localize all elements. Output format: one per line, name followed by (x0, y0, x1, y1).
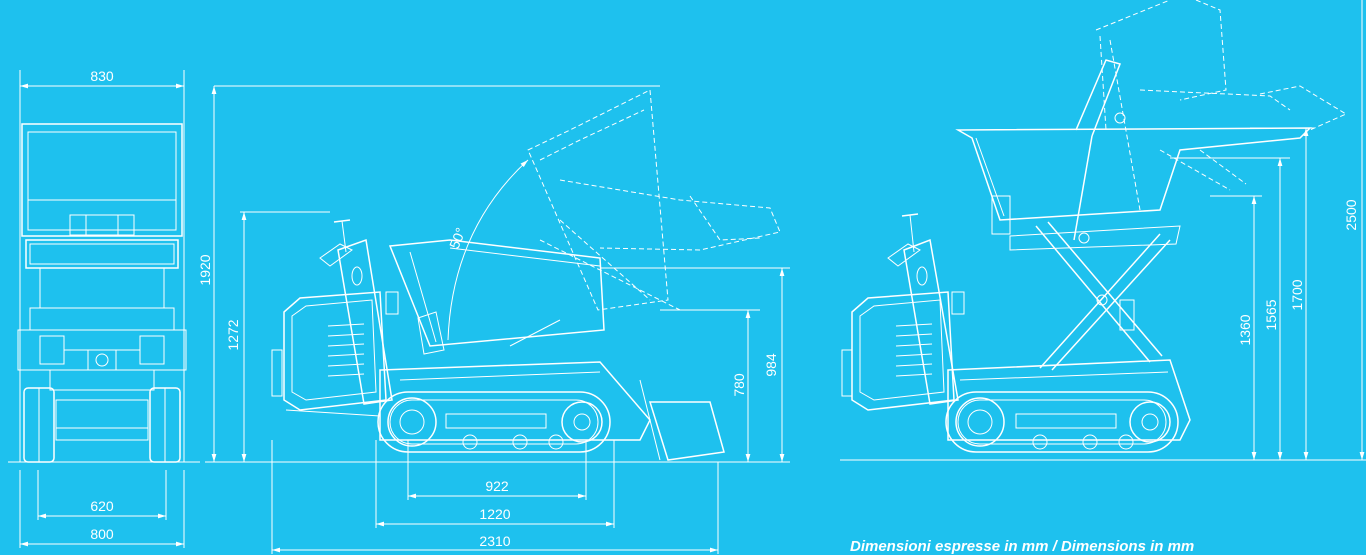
tilt-angle-label: 50° (446, 225, 469, 251)
height-seat-label: 1272 (225, 319, 241, 350)
h1360-label: 1360 (1237, 314, 1253, 345)
wheelbase-label: 922 (485, 478, 509, 494)
side-hopper-tilted (527, 89, 781, 311)
width-top-label: 830 (90, 68, 114, 84)
lift-machine (841, 59, 1312, 453)
height-bucket-tip-label: 780 (731, 373, 747, 397)
lift-hopper-tilted (1095, 0, 1348, 211)
front-view: 830 620 800 (8, 68, 200, 548)
side-machine (271, 219, 725, 461)
height-bucket-top-label: 984 (763, 353, 779, 377)
front-chassis (17, 239, 187, 391)
units-note: Dimensioni espresse in mm / Dimensions i… (850, 538, 1195, 555)
front-tracks (23, 387, 181, 463)
track-width-label: 620 (90, 498, 114, 514)
overall-width-label: 800 (90, 526, 114, 542)
front-hopper (21, 123, 183, 237)
height-max-label: 1920 (197, 254, 213, 285)
lift-view: 1360 1565 1700 2500 (840, 0, 1366, 461)
track-length-label: 1220 (479, 506, 510, 522)
h1700-label: 1700 (1289, 279, 1305, 310)
overall-length-label: 2310 (479, 533, 510, 549)
side-view: 1920 1272 780 984 922 1220 2310 50° (197, 85, 790, 554)
h1565-label: 1565 (1263, 299, 1279, 330)
tilt-angle-arc (447, 159, 529, 341)
h2500-label: 2500 (1343, 199, 1359, 230)
